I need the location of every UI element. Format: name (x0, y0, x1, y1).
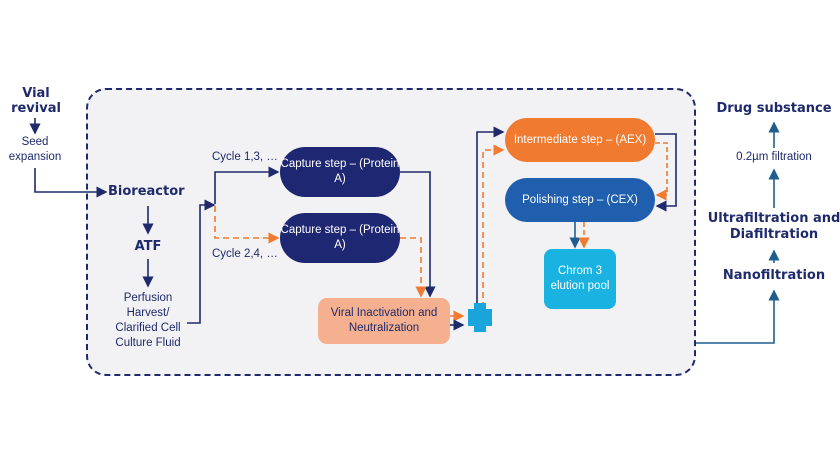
arrow-connector-to-aex-dashed (482, 144, 505, 308)
arrow-capture1-to-viral (400, 171, 436, 298)
atf-label: ATF (134, 239, 162, 254)
arrow-capture2-to-viral (400, 237, 427, 298)
cycle-even-label: Cycle 2,4, … (212, 248, 278, 260)
drug-substance-label: Drug substance (716, 101, 832, 116)
arrow-connector-to-aex (476, 126, 505, 308)
connector-junction-icon (468, 303, 492, 332)
capture-step-2-label: Capture step – (Protein A) (280, 224, 400, 251)
nanofiltration-label: Nanofiltration (722, 268, 826, 283)
arrow-panel-to-nanofiltration (696, 289, 780, 344)
chrom3-elution-pool-label: Chrom 3 elution pool (550, 265, 610, 292)
capture-step-1: Capture step – (Protein A) (280, 147, 400, 197)
arrow-aex-to-cex (655, 133, 677, 212)
arrow-split-to-capture2 (214, 206, 280, 244)
viral-inactivation-box: Viral Inactivation and Neutralization (318, 298, 450, 344)
ufdf-label: Ultrafiltration and Diafiltration (707, 211, 840, 242)
seed-expansion-label: Seed expansion (8, 136, 62, 163)
intermediate-step-aex: Intermediate step – (AEX) (505, 118, 655, 162)
intermediate-step-label: Intermediate step – (AEX) (513, 133, 647, 146)
arrow-harvest-to-split (187, 199, 216, 324)
harvest-label: Perfusion Harvest/ Clarified Cell Cultur… (115, 292, 181, 349)
polishing-step-label: Polishing step – (CEX) (522, 193, 638, 206)
filtration-label: 0.2µm filtration (736, 151, 812, 163)
arrow-aex-to-cex-dashed (655, 142, 668, 201)
viral-inactivation-label: Viral Inactivation and Neutralization (330, 307, 438, 334)
bioreactor-label: Bioreactor (108, 184, 185, 199)
chrom3-elution-pool: Chrom 3 elution pool (544, 249, 616, 309)
capture-step-1-label: Capture step – (Protein A) (280, 158, 400, 185)
arrow-seed-to-bioreactor (34, 168, 108, 198)
polishing-step-cex: Polishing step – (CEX) (505, 178, 655, 222)
cycle-odd-label: Cycle 1,3, … (212, 151, 278, 163)
capture-step-2: Capture step – (Protein A) (280, 213, 400, 263)
vial-revival-label: Vial revival (11, 86, 61, 116)
arrow-split-to-capture1 (214, 166, 280, 204)
